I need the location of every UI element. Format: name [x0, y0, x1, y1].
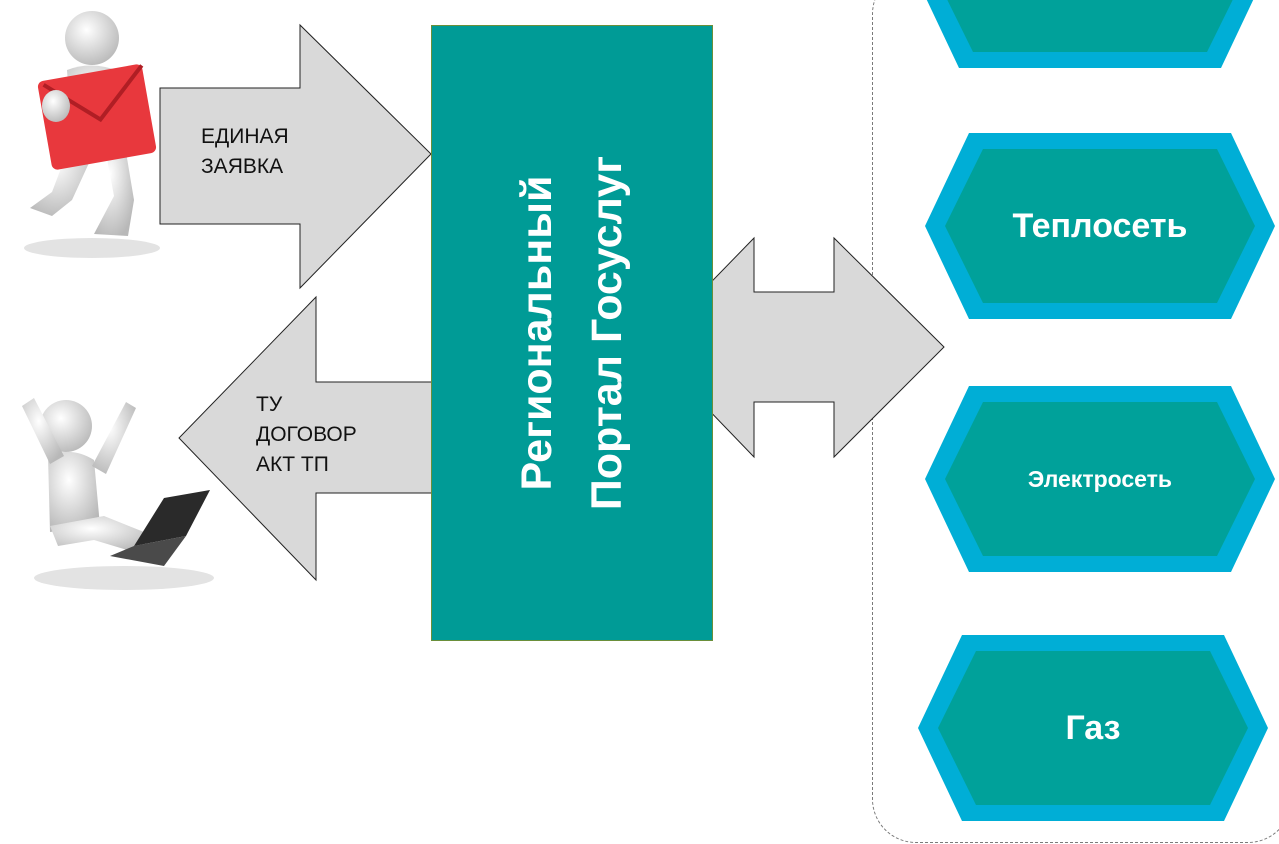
- service-hexagon-electric: Электросеть: [925, 386, 1275, 572]
- service-hexagon-top: [915, 0, 1265, 68]
- service-label-heating: Теплосеть: [1012, 206, 1188, 245]
- bidirectional-arrow: [647, 236, 945, 459]
- service-label-electric: Электросеть: [1027, 465, 1173, 492]
- outgoing-arrow: [178, 295, 447, 582]
- service-label-top: [915, 0, 1265, 68]
- portal-title-line1: Региональный: [513, 175, 561, 491]
- service-label-gas: Газ: [1065, 708, 1121, 747]
- incoming-arrow: [159, 23, 432, 290]
- portal-title-line2: Портал Госуслуг: [583, 155, 631, 511]
- service-hexagon-gas: Газ: [918, 635, 1268, 821]
- incoming-arrow-label: ЕДИНАЯ ЗАЯВКА: [201, 125, 289, 178]
- person-with-laptop-icon: [22, 398, 214, 590]
- services-container: [872, 0, 1279, 843]
- person-with-envelope-icon: [24, 11, 160, 258]
- portal-title: Региональный Портал Госуслуг: [502, 156, 642, 510]
- regional-portal-box: Региональный Портал Госуслуг: [431, 25, 713, 641]
- outgoing-arrow-label: ТУ ДОГОВОР АКТ ТП: [256, 393, 357, 476]
- service-hexagon-heating: Теплосеть: [925, 133, 1275, 319]
